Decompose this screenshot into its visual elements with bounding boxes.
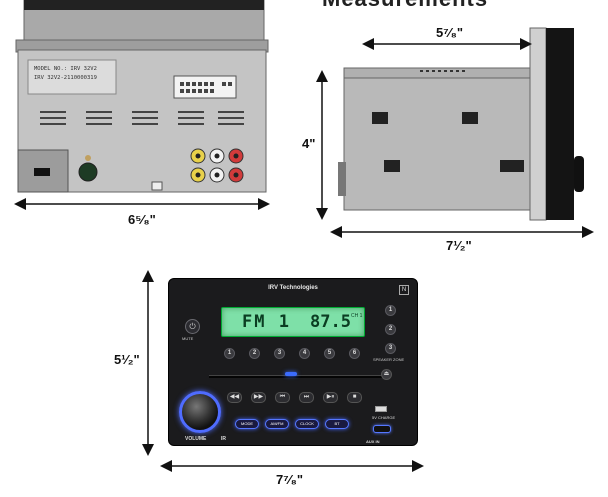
slot-indicator	[285, 372, 297, 376]
fast-forward-button[interactable]: ▶▶	[251, 392, 266, 403]
nfc-icon: N	[399, 285, 409, 295]
back-model-label: MODEL NO.: IRV 32V2 IRV 32V2-2110000319	[34, 65, 97, 83]
stop-button[interactable]: ■	[347, 392, 362, 403]
rewind-button[interactable]: ◀◀	[227, 392, 242, 403]
back-width-label: 6⁵⁄₈"	[128, 212, 156, 227]
aux-port[interactable]	[373, 425, 391, 433]
aux-label: AUX IN	[366, 439, 380, 444]
preset-button-3[interactable]: 3	[274, 348, 285, 359]
bluetooth-button[interactable]: BT	[325, 419, 349, 429]
ir-label: IR	[221, 436, 226, 442]
volume-label: VOLUME	[185, 436, 207, 442]
serial-line: IRV 32V2-2110000319	[34, 75, 97, 81]
usb-charge-label: 5V CHARGE	[372, 415, 396, 420]
mute-label: MUTE	[182, 336, 194, 341]
preset-button-2[interactable]: 2	[249, 348, 260, 359]
lcd-channel: CH 1	[351, 313, 363, 319]
zone-button-3[interactable]: 3	[385, 343, 396, 354]
back-view-unit	[15, 0, 269, 193]
brand-label: IRV Technologies	[268, 285, 318, 291]
clock-button[interactable]: CLOCK	[295, 419, 319, 429]
side-depth-label: 5⁷⁄₈"	[436, 25, 464, 40]
disc-slot	[209, 375, 389, 378]
mode-button[interactable]: MODE	[235, 419, 259, 429]
side-height-label: 4"	[302, 136, 316, 151]
preset-button-4[interactable]: 4	[299, 348, 310, 359]
previous-track-button[interactable]: ⏮	[275, 392, 290, 403]
lcd-mode: FM 1	[242, 312, 291, 332]
next-track-button[interactable]: ⏭	[299, 392, 314, 403]
preset-button-6[interactable]: 6	[349, 348, 360, 359]
play-pause-button[interactable]: ▶⏸	[323, 392, 338, 403]
side-view-unit	[338, 27, 584, 221]
side-width-label: 7¹⁄₂"	[446, 238, 472, 253]
eject-icon[interactable]: ⏏	[381, 369, 392, 380]
am-fm-button[interactable]: AM/FM	[265, 419, 289, 429]
volume-knob[interactable]	[179, 391, 221, 433]
zone-button-1[interactable]: 1	[385, 305, 396, 316]
speaker-zone-label: SPEAKER ZONE	[373, 357, 405, 362]
lcd-display: FM 1 87.5 CH 1	[221, 307, 365, 337]
lcd-frequency: 87.5	[310, 312, 351, 332]
model-line: MODEL NO.: IRV 32V2	[34, 66, 97, 72]
front-panel: IRV Technologies N ⏻ MUTE FM 1 87.5 CH 1…	[168, 278, 418, 446]
mute-button[interactable]: ⏻	[185, 319, 200, 334]
front-height-label: 5¹⁄₂"	[114, 352, 140, 367]
zone-button-2[interactable]: 2	[385, 324, 396, 335]
front-width-label: 7⁷⁄₈"	[276, 472, 304, 487]
page-title: Measurements	[322, 0, 488, 12]
usb-port[interactable]	[375, 406, 387, 412]
preset-button-1[interactable]: 1	[224, 348, 235, 359]
preset-button-5[interactable]: 5	[324, 348, 335, 359]
